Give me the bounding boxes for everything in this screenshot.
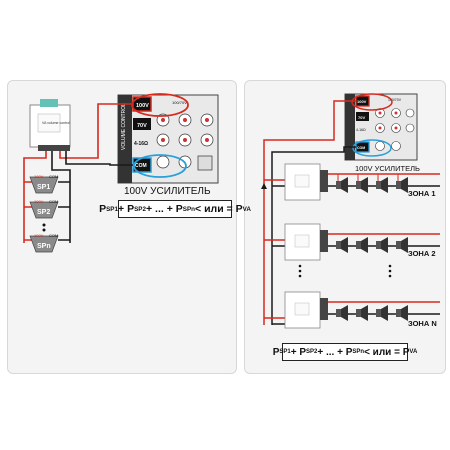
speaker-sp1: 100V COM SP1 xyxy=(29,174,59,194)
amp-terminal-4-16: 4-16Ω xyxy=(134,141,148,147)
amplifier-right: 100V 70V 4-16Ω COM 100/70V xyxy=(344,93,418,161)
module-label: VA volume control xyxy=(42,121,70,125)
left-wires xyxy=(23,103,133,243)
spn-com-label: COM xyxy=(49,233,58,238)
speaker-dots xyxy=(42,223,46,232)
amp-terminal-com: COM xyxy=(135,163,147,169)
spn-tap-label: 100V xyxy=(34,233,44,238)
sp2-tap-label: 100V xyxy=(34,199,44,204)
zone-dots xyxy=(298,264,392,278)
speaker-spn: 100V COM SPn xyxy=(29,233,59,253)
zone-1 xyxy=(284,163,440,201)
amp-brand-text: VOLUME CONTROL xyxy=(121,103,127,150)
amp-terminal-100v: 100V xyxy=(136,103,149,109)
amp-right-terminal-4-16: 4-16Ω xyxy=(356,128,366,132)
amplifier-caption-right: 100V УСИЛИТЕЛЬ xyxy=(355,164,420,173)
amplifier-left: VOLUME CONTROL 100V 70V 4-16Ω COM 100/70… xyxy=(117,93,219,184)
sp1-tap-label: 100V xyxy=(34,174,44,179)
zone-n-label: ЗОНА N xyxy=(408,319,437,328)
amp-right-terminal-com: COM xyxy=(357,146,365,150)
zone-n xyxy=(284,291,440,329)
zone-1-label: ЗОНА 1 xyxy=(408,189,436,198)
bus-arrow-up xyxy=(261,183,267,189)
zone-2-label: ЗОНА 2 xyxy=(408,249,436,258)
amplifier-caption-left: 100V УСИЛИТЕЛЬ xyxy=(124,186,211,197)
sp1-com-label: COM xyxy=(49,174,58,179)
spn-label: SPn xyxy=(37,243,51,250)
zone-2 xyxy=(284,223,440,261)
sp2-com-label: COM xyxy=(49,199,58,204)
sp2-label: SP2 xyxy=(37,209,50,216)
amp-terminal-70v: 70V xyxy=(137,123,147,129)
amp-right-terminal-100v: 100V xyxy=(357,99,367,104)
sp1-label: SP1 xyxy=(37,184,50,191)
volume-control-module-left: VA volume control xyxy=(29,99,71,151)
amp-right-terminal-70v: 70V xyxy=(358,115,365,120)
amp-small-text: 100/70V xyxy=(172,100,187,105)
speaker-sp2: 100V COM SP2 xyxy=(29,199,59,219)
amp-right-small-text: 100/70V xyxy=(388,98,402,102)
right-bus-wires xyxy=(263,100,356,325)
